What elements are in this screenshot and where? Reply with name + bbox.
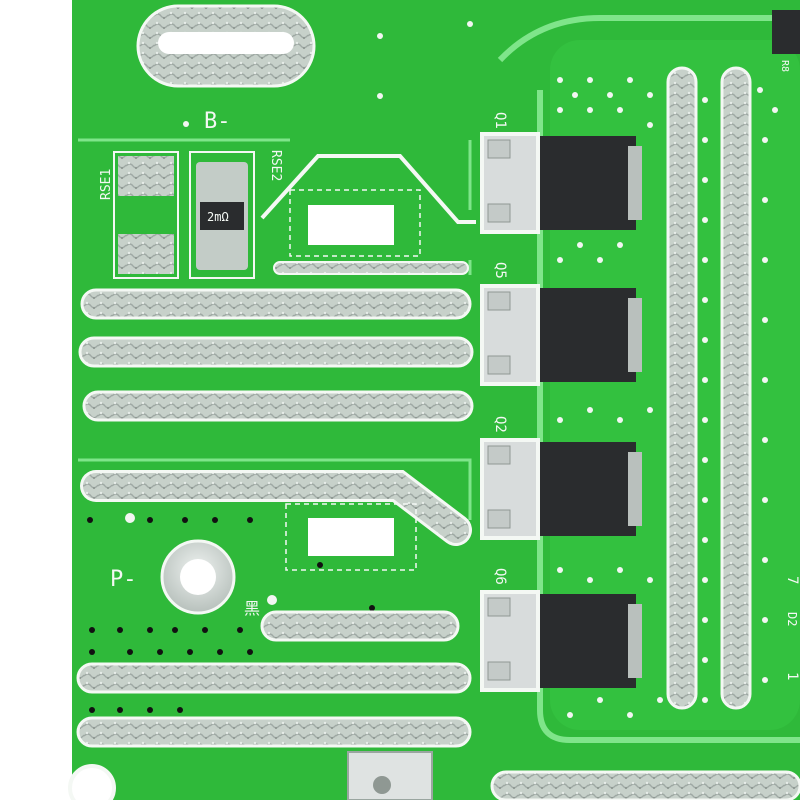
left-background [0,0,72,800]
edge-label-r8: R8 [779,60,790,72]
rse1-outline [113,151,179,279]
solder-bar-h4 [76,662,472,694]
white-pad-bottom [308,518,394,556]
mosfet-q5-label: Q5 [492,262,508,279]
rse2-outline [189,151,255,279]
solder-bar-thin [273,261,469,275]
via-dots [557,77,778,718]
mosfet-q6 [480,590,642,692]
silk-rect-bottom [285,503,417,571]
p-minus-label: P- [110,567,137,592]
edge-label-1: 1 [784,672,800,680]
mosfet-q1-label: Q1 [492,112,508,129]
edge-label-d2: D2 [785,612,799,626]
b-minus-label: B- [204,109,231,134]
trapezoid-trace [260,154,476,224]
solder-bar-h3 [82,390,474,422]
mosfet-q2 [480,438,642,540]
white-pad-top [308,205,394,245]
char-mark: 黑 [244,599,260,618]
silk-rect-top [289,189,421,257]
corner-hole [68,764,116,804]
mosfet-q5 [480,284,642,386]
solder-bar-bottom-right [490,770,800,802]
small-chip-top-right [772,10,800,54]
resistor-value-label: 2mΩ [207,210,229,224]
rse1-pad-top [118,156,174,196]
solder-bar-vertical-2 [720,66,752,710]
solder-bar-vertical-1 [666,66,698,710]
p-minus-hole [180,559,216,595]
bottom-connector [347,751,433,801]
rse2-resistor-center [200,202,244,230]
solder-bar-h2 [78,336,474,368]
rse1-pad-bottom [118,234,174,274]
copper-outline-mid [78,458,472,520]
solder-bar-short [260,610,460,642]
mosfet-q2-label: Q2 [492,416,508,433]
rse2-label: RSE2 [268,150,283,181]
copper-region-outline [497,15,800,743]
small-white-dots [183,21,473,127]
rse1-label: RSE1 [99,169,114,200]
bottom-connector-hole [373,776,391,794]
via-dot-columns [702,97,768,703]
mosfet-q1 [480,132,642,234]
edge-label-7: 7 [784,576,800,584]
mosfet-q6-label: Q6 [492,568,508,585]
white-via-2 [267,595,277,605]
solder-bar-h1 [80,288,472,320]
black-vias [87,517,375,713]
top-oval-slot [158,32,294,54]
copper-outline-upper [78,138,472,275]
solder-bar-h5 [76,716,472,748]
white-via-1 [125,513,135,523]
solder-bar-bent-fill [83,473,469,543]
